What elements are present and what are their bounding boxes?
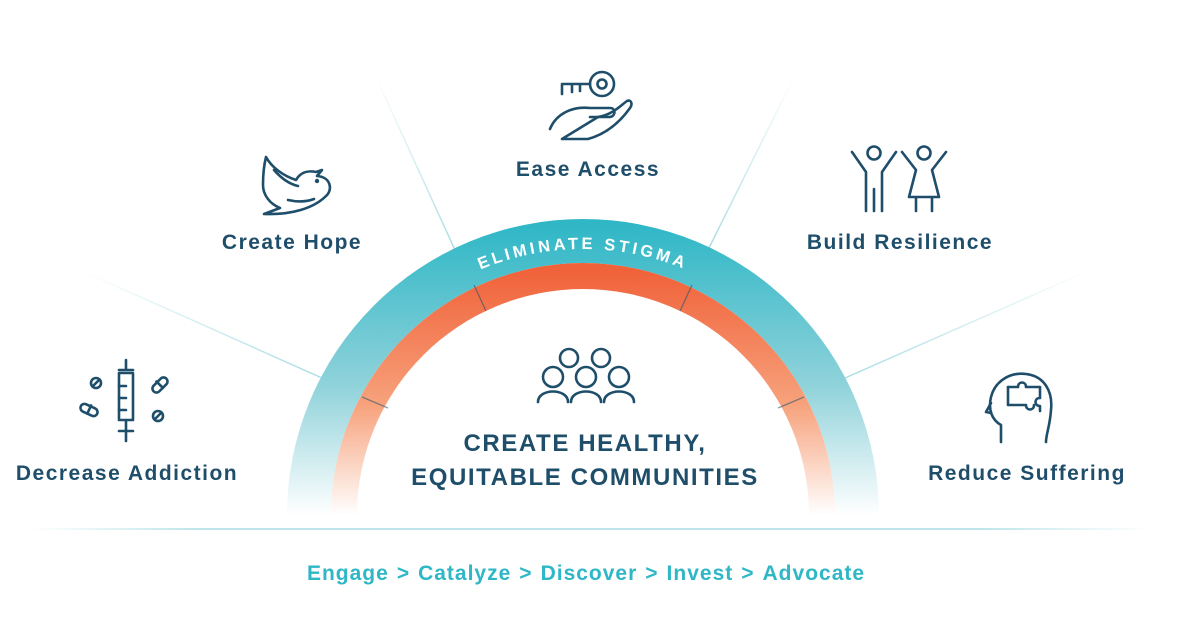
flow-separator: >: [519, 562, 533, 585]
flow-step-catalyze: Catalyze: [418, 562, 512, 585]
people-group-icon: [536, 347, 636, 404]
center-title-line-1: CREATE HEALTHY,: [463, 430, 707, 457]
flow-step-invest: Invest: [666, 562, 734, 585]
ray-right: [844, 269, 1091, 379]
ray-left: [79, 269, 323, 379]
band-dividers: [361, 284, 805, 409]
flow-separator: >: [396, 562, 411, 585]
goal-build-resilience: Build Resilience: [806, 231, 994, 254]
goal-create-hope: Create Hope: [221, 231, 363, 254]
goal-decrease-addiction: Decrease Addiction: [15, 462, 239, 485]
syringe-pills-icon: [79, 358, 169, 443]
flow-step-discover: Discover: [540, 562, 638, 585]
head-puzzle-icon: [984, 372, 1053, 444]
goal-ease-access: Ease Access: [515, 158, 661, 181]
flow-step-advocate: Advocate: [762, 562, 866, 585]
children-icon: [850, 145, 948, 213]
goal-reduce-suffering: Reduce Suffering: [928, 462, 1126, 485]
flow-separator: >: [645, 562, 659, 585]
stigma-band: [287, 219, 879, 515]
ray-upper-right: [707, 74, 796, 251]
flow-step-engage: Engage: [306, 562, 389, 585]
goals-band: [331, 263, 835, 515]
flow-separator: >: [741, 562, 755, 585]
ray-upper-left: [374, 74, 456, 251]
key-in-hand-icon: [548, 70, 633, 141]
center-title-line-2: EQUITABLE COMMUNITIES: [411, 464, 759, 491]
dove-icon: [261, 155, 332, 216]
process-flow: Engage > Catalyze > Discover > Invest > Advocate: [307, 562, 865, 586]
